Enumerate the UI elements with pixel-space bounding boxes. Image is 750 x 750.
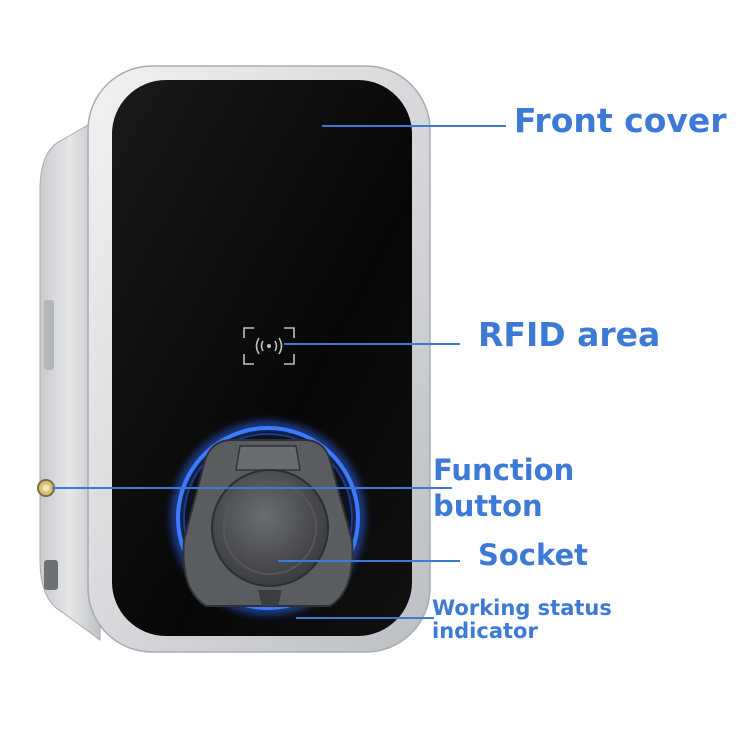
- callout-function-button-line2: button: [433, 489, 543, 523]
- rfid-waves-icon: [243, 327, 295, 365]
- callout-socket: Socket: [478, 538, 589, 572]
- function-button-highlight: [42, 484, 50, 492]
- callout-front-cover: Front cover: [514, 101, 727, 140]
- callout-working-status-line2: indicator: [432, 619, 538, 643]
- socket-lid-inner: [223, 481, 317, 575]
- callout-working-status-line1: Working status: [432, 596, 612, 620]
- callout-function-button: Function button: [433, 452, 574, 524]
- socket-lid: [211, 469, 329, 587]
- side-groove: [44, 300, 54, 370]
- side-housing: [39, 117, 101, 641]
- callout-function-button-line1: Function: [433, 453, 575, 487]
- working-status-indicator: [176, 426, 360, 610]
- socket-hinge: [235, 445, 301, 471]
- callout-rfid-area: RFID area: [478, 315, 661, 354]
- socket-latch: [258, 590, 282, 606]
- callout-working-status: Working status indicator: [432, 597, 612, 643]
- side-foot: [44, 560, 58, 590]
